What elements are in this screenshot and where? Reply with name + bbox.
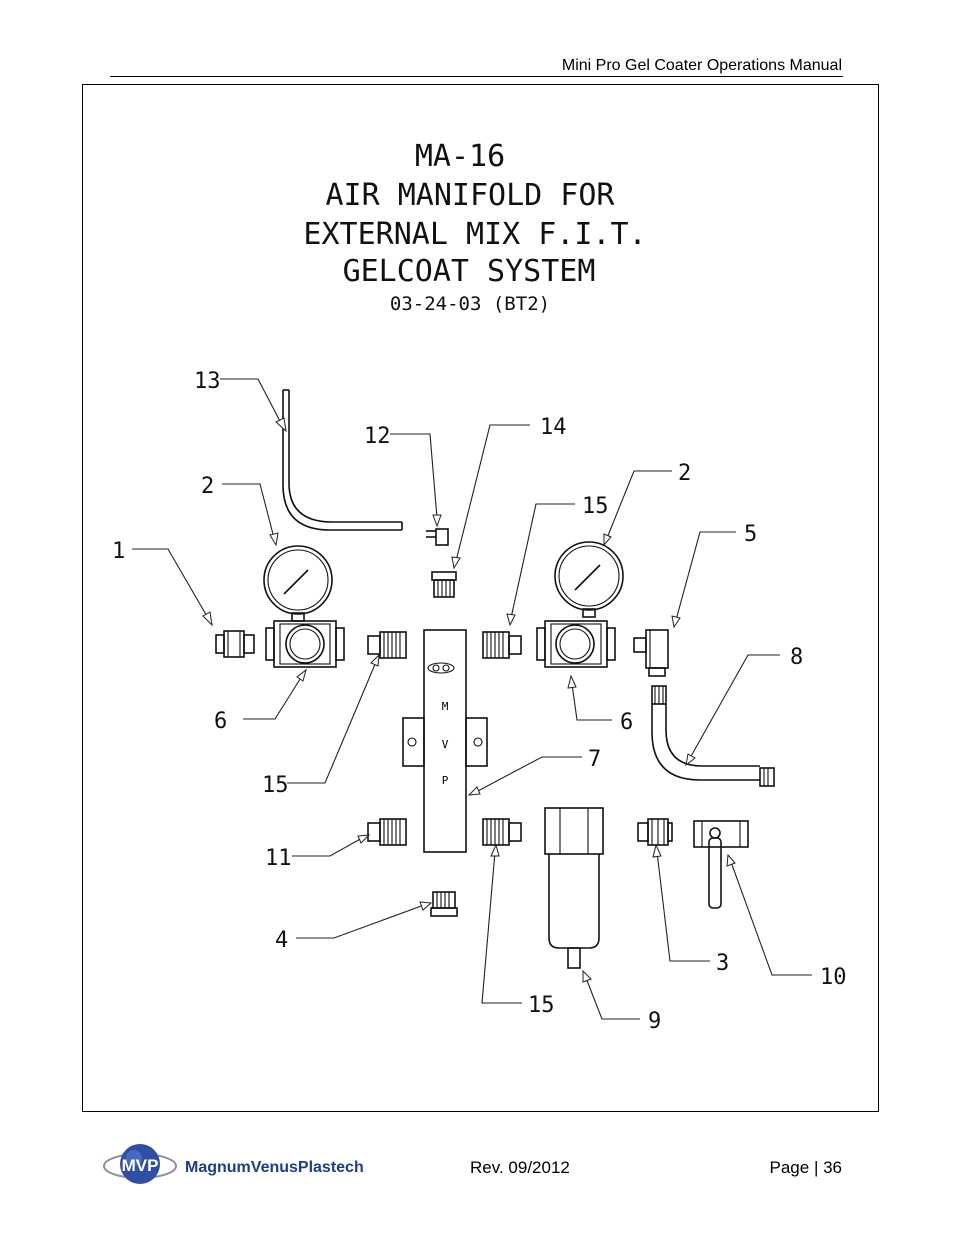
- pressure-gauge-right: [554, 541, 624, 618]
- callout-4: 4: [275, 928, 288, 953]
- company-name: MagnumVenusPlastech: [185, 1159, 364, 1176]
- leader-lines: [132, 378, 812, 1020]
- callout-5: 5: [744, 522, 757, 547]
- diagram-revision: 03-24-03 (BT2): [390, 293, 550, 315]
- manifold-block: M V P: [402, 629, 488, 853]
- callout-8: 8: [790, 645, 803, 670]
- elbow-fitting-small: [426, 528, 449, 546]
- callout-2-left: 2: [201, 474, 214, 499]
- tube-part: [282, 390, 402, 531]
- callout-15-top: 15: [582, 494, 609, 519]
- callout-11: 11: [265, 846, 292, 871]
- male-connector: [215, 630, 255, 658]
- callout-15-bottom: 15: [528, 993, 555, 1018]
- regulator-body-right: [536, 620, 616, 668]
- callout-13: 13: [194, 369, 221, 394]
- pressure-gauge-left: [263, 545, 333, 622]
- running-header: Mini Pro Gel Coater Operations Manual: [561, 57, 842, 74]
- company-logo: MVP MagnumVenusPlastech: [100, 1140, 390, 1190]
- hose-assembly: [651, 685, 775, 787]
- plug-fitting: [431, 571, 457, 598]
- regulator-body-left: [265, 620, 345, 668]
- callout-9: 9: [648, 1009, 661, 1034]
- pipe-plug: [430, 891, 458, 917]
- hex-nipple-right: [482, 631, 522, 659]
- body-letter-p: P: [442, 774, 449, 787]
- callout-1: 1: [112, 539, 125, 564]
- callout-14: 14: [540, 415, 567, 440]
- callout-2-right: 2: [678, 461, 691, 486]
- diagram-title-line-4: GELCOAT SYSTEM: [343, 254, 596, 289]
- tube-part-inner: [288, 390, 402, 523]
- air-filter: [544, 807, 604, 969]
- callout-10: 10: [820, 965, 847, 990]
- ball-valve: [693, 820, 749, 909]
- body-letter-m: M: [442, 700, 449, 713]
- nipple-lower-left: [367, 818, 407, 846]
- hex-nipple-left: [367, 631, 407, 659]
- street-elbow: [633, 629, 669, 677]
- callout-7: 7: [588, 747, 601, 772]
- hex-nipple-lower: [482, 818, 522, 846]
- diagram-frame: [82, 84, 879, 1112]
- callout-3: 3: [716, 951, 729, 976]
- body-letter-v: V: [442, 738, 449, 751]
- header-rule: [110, 76, 843, 77]
- callout-6-left: 6: [214, 709, 227, 734]
- diagram-title-line-2: AIR MANIFOLD FOR: [326, 178, 616, 213]
- diagram-title-line-1: MA-16: [415, 139, 505, 174]
- callout-15-left: 15: [262, 773, 289, 798]
- page-number: Page | 36: [769, 1158, 842, 1177]
- callout-12: 12: [364, 424, 391, 449]
- close-nipple: [637, 818, 673, 846]
- logo-mark: MVP: [122, 1156, 159, 1175]
- callout-6-right: 6: [620, 710, 633, 735]
- revision-date: Rev. 09/2012: [470, 1158, 570, 1177]
- diagram-title-line-3: EXTERNAL MIX F.I.T.: [303, 217, 646, 252]
